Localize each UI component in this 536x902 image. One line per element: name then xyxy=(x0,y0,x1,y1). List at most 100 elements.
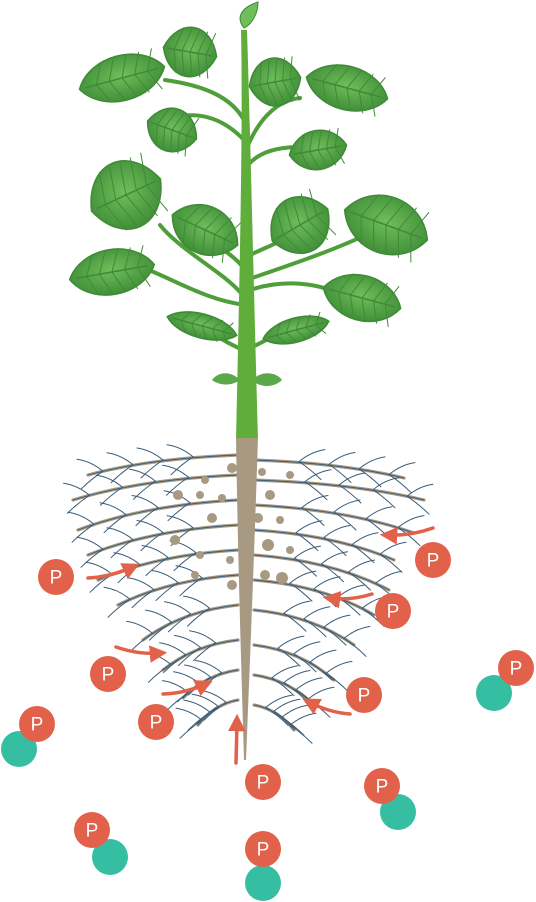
leaf-vein xyxy=(361,297,366,321)
leaf xyxy=(90,152,169,231)
root-hair xyxy=(348,571,371,591)
root-hair xyxy=(184,664,211,678)
root-hair xyxy=(183,699,211,713)
leaf-vein xyxy=(136,245,144,268)
root-hair xyxy=(126,620,153,634)
leaf-vein xyxy=(308,132,314,152)
partner-particle xyxy=(92,839,128,875)
leaf-vein xyxy=(184,135,188,157)
leaf-vein xyxy=(202,229,206,254)
phosphorus-label: P xyxy=(257,840,270,861)
root-hair xyxy=(187,607,210,627)
root-hair xyxy=(289,724,313,744)
leaf-vein xyxy=(275,334,287,345)
lateral-root xyxy=(252,553,391,592)
root-hair xyxy=(136,447,164,461)
lateral-root-outline xyxy=(182,669,239,699)
root-hair xyxy=(76,536,104,550)
root-hair xyxy=(166,515,194,529)
leaf-vein xyxy=(124,247,131,270)
leaf-vein xyxy=(119,162,127,196)
root-hair xyxy=(323,525,351,538)
phosphorus-ion: P xyxy=(364,768,400,804)
leaf xyxy=(166,311,238,345)
root-hair xyxy=(140,459,164,479)
leaf-vein xyxy=(384,304,389,327)
leaf-vein xyxy=(299,224,320,245)
root-hair xyxy=(149,621,172,641)
leaf-vein xyxy=(346,87,352,111)
lateral-root-outline xyxy=(253,609,355,646)
root-nodule xyxy=(286,471,294,479)
root-hair xyxy=(63,482,90,496)
root-hair xyxy=(379,541,407,555)
leaf-vein xyxy=(373,198,393,221)
leaf-vein xyxy=(96,61,101,85)
root-hair xyxy=(141,545,169,558)
uptake-arrow xyxy=(161,680,213,697)
root-hair xyxy=(303,606,331,620)
leaf-vein xyxy=(197,31,209,54)
root-hair xyxy=(298,449,326,463)
root-hair xyxy=(338,484,362,504)
leaf xyxy=(248,56,302,107)
leaf xyxy=(343,193,430,263)
leaf-vein xyxy=(194,208,213,226)
leaf-vein xyxy=(259,61,262,85)
root-hair xyxy=(365,506,393,520)
leaf-vein xyxy=(211,328,218,342)
root-hair xyxy=(323,537,347,556)
leaf-vein xyxy=(338,273,354,293)
root-hair xyxy=(131,495,159,508)
root-hair xyxy=(67,511,95,525)
leaf-vein xyxy=(124,269,139,290)
leaf-vein xyxy=(361,279,377,299)
root-nodule xyxy=(196,491,204,499)
leaf-vein xyxy=(86,254,93,277)
leaf-vein xyxy=(181,50,185,75)
root-hair xyxy=(277,647,301,667)
root-hair xyxy=(164,601,191,615)
root-hair xyxy=(179,719,203,739)
leaf-vein xyxy=(147,70,163,90)
lateral-root-outline xyxy=(253,704,295,731)
uptake-arrow xyxy=(302,698,352,716)
leaf-vein xyxy=(197,53,201,78)
leaf-vein xyxy=(181,28,193,51)
root-hair xyxy=(168,613,191,633)
leaf-vein xyxy=(317,149,328,168)
leaves xyxy=(68,26,430,345)
leaf-vein xyxy=(295,329,307,340)
phosphorus-label: P xyxy=(50,568,63,589)
root-hair xyxy=(85,561,113,575)
leaf-vein xyxy=(370,76,386,95)
leaf-vein xyxy=(289,79,301,101)
leaf-vein xyxy=(300,133,305,154)
lateral-root xyxy=(196,698,240,727)
lateral-root xyxy=(181,668,240,700)
root-hair xyxy=(110,539,134,559)
root-hair xyxy=(304,481,328,501)
root-hair xyxy=(397,527,421,547)
leaf-vein xyxy=(373,220,375,249)
root-hair xyxy=(113,552,141,566)
root-hair xyxy=(271,665,299,679)
leaf xyxy=(146,107,200,157)
root-hair xyxy=(283,670,311,683)
leaf-vein xyxy=(121,55,127,79)
root-hair xyxy=(281,704,309,718)
root-hair xyxy=(173,671,200,685)
root-hair xyxy=(333,499,361,513)
lateral-root-outline xyxy=(253,479,425,501)
root-hair xyxy=(351,532,379,546)
root-hair xyxy=(289,582,313,602)
root-hair xyxy=(106,527,134,541)
leaf-vein xyxy=(266,83,278,105)
root-hair xyxy=(100,486,123,506)
root-hair xyxy=(130,632,153,652)
phosphorus-ion-circle xyxy=(74,812,110,848)
root-hair xyxy=(379,553,403,573)
root-hair xyxy=(293,641,321,655)
root-hair xyxy=(406,483,434,497)
leaf-vein xyxy=(201,325,208,340)
